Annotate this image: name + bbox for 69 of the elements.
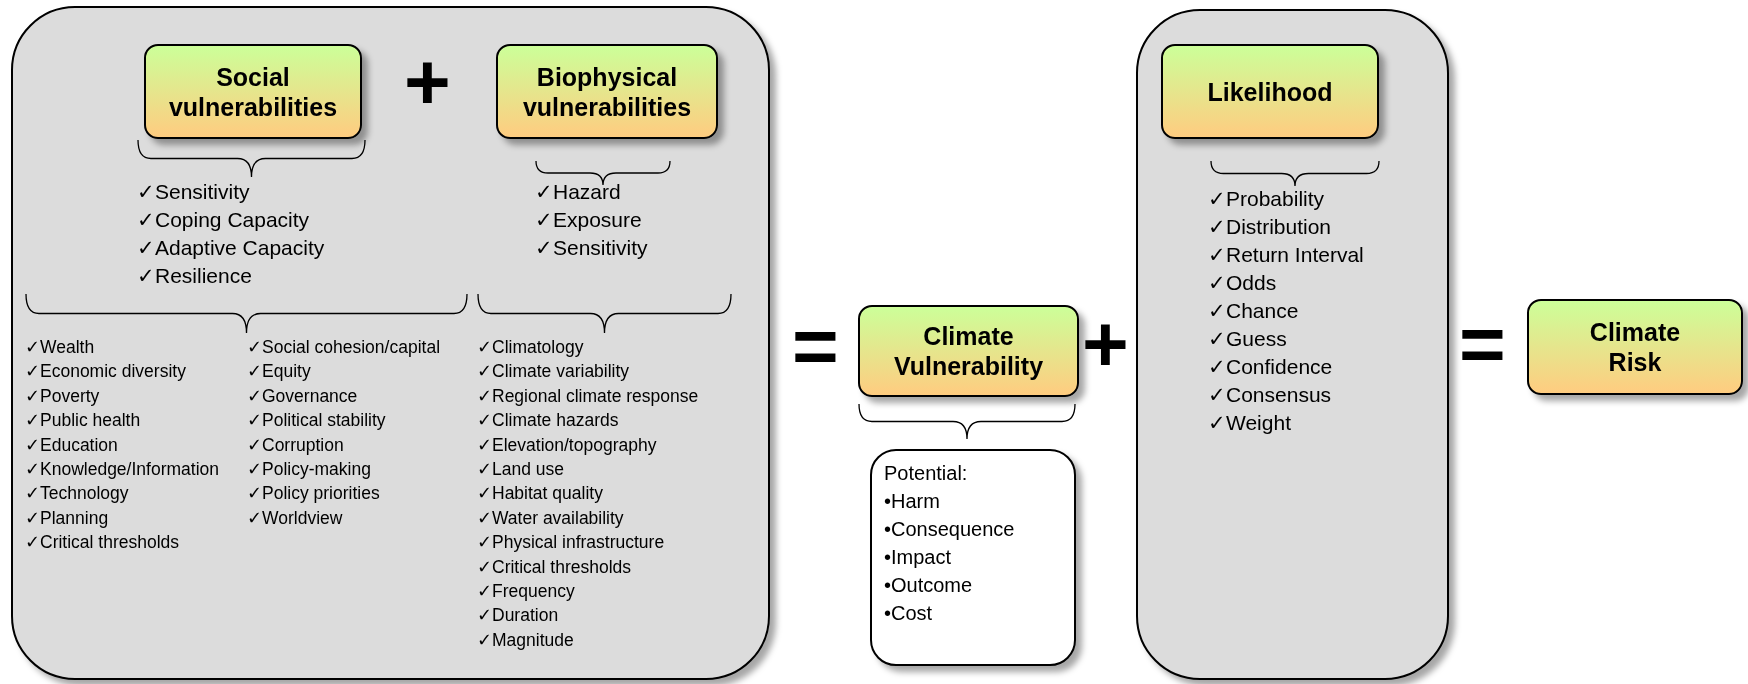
note-heading: Potential: xyxy=(884,461,969,486)
list-item: ✓Critical thresholds xyxy=(25,531,181,555)
list-item: •Impact xyxy=(884,545,953,570)
list-item: ✓Policy priorities xyxy=(247,482,381,506)
list-item: •Harm xyxy=(884,489,941,514)
list-item: ✓Poverty xyxy=(25,384,101,408)
list-item: ✓Adaptive Capacity xyxy=(137,235,325,261)
list-item: ✓Distribution xyxy=(1208,214,1333,240)
heading-text: Likelihood xyxy=(1207,76,1333,107)
list-item: ✓Confidence xyxy=(1208,354,1334,380)
list-item: ✓Climate hazards xyxy=(477,409,620,433)
heading-box xyxy=(858,305,1079,397)
list-item: ✓Return Interval xyxy=(1208,242,1364,268)
heading-text: Biophysical vulnerabilities xyxy=(521,61,693,122)
list-item: ✓Exposure xyxy=(535,207,643,233)
list-item: •Outcome xyxy=(884,573,974,598)
list-item: ✓Climate variability xyxy=(477,360,631,384)
list-item: ✓Regional climate response xyxy=(477,384,699,408)
list-item: ✓Technology xyxy=(25,482,130,506)
list-item: ✓Sensitivity xyxy=(137,179,251,205)
note-box xyxy=(870,449,1076,666)
list-item: ✓Equity xyxy=(247,360,312,384)
list-item: ✓Odds xyxy=(1208,270,1278,296)
list-item: ✓Planning xyxy=(25,506,110,530)
rounded-panel xyxy=(11,6,770,680)
list-item: ✓Wealth xyxy=(25,336,96,359)
list-item: ✓Hazard xyxy=(535,179,622,205)
list-item: ✓Worldview xyxy=(247,506,344,530)
list-item: ✓Knowledge/Information xyxy=(25,458,219,482)
list-item: ✓Resilience xyxy=(137,263,253,289)
list-item: ✓Water availability xyxy=(477,506,625,530)
heading-box xyxy=(144,44,362,139)
list-item: ✓Frequency xyxy=(477,580,576,604)
list-item: ✓Elevation/topography xyxy=(477,433,658,457)
heading-box xyxy=(496,44,718,139)
list-item: ✓Critical thresholds xyxy=(477,555,633,579)
list-item: ✓Economic diversity xyxy=(25,360,187,384)
list-item: •Cost xyxy=(884,601,934,626)
list-item: ✓Public health xyxy=(25,409,142,433)
list-item: ✓Habitat quality xyxy=(477,482,604,506)
list-item: ✓Political stability xyxy=(247,409,387,433)
list-item: ✓Corruption xyxy=(247,433,345,457)
list-item: ✓Climatology xyxy=(477,336,585,359)
list-item: ✓Magnitude xyxy=(477,628,575,652)
list-item: ✓Coping Capacity xyxy=(137,207,311,233)
heading-box xyxy=(1527,299,1743,395)
list-item: ✓Probability xyxy=(1208,186,1326,212)
heading-text: Climate Risk xyxy=(1588,317,1682,377)
plus-sign: + xyxy=(404,42,451,122)
heading-text: Climate Vulnerability xyxy=(892,321,1045,381)
heading-box xyxy=(1161,44,1379,139)
list-item: ✓Consensus xyxy=(1208,382,1333,408)
list-item: ✓Weight xyxy=(1208,410,1292,436)
list-item: ✓Land use xyxy=(477,458,565,482)
equals-sign: = xyxy=(792,306,839,386)
list-item: ✓Chance xyxy=(1208,298,1300,324)
list-item: ✓Education xyxy=(25,433,119,457)
list-item: ✓Policy-making xyxy=(247,458,372,482)
list-item: ✓Guess xyxy=(1208,326,1288,352)
list-item: ✓Social cohesion/capital xyxy=(247,336,441,359)
list-item: ✓Duration xyxy=(477,604,560,628)
list-item: ✓Physical infrastructure xyxy=(477,531,666,555)
list-item: ✓Governance xyxy=(247,384,359,408)
list-item: ✓Sensitivity xyxy=(535,235,648,261)
list-item: •Consequence xyxy=(884,517,1016,542)
plus-sign: + xyxy=(1082,304,1129,384)
heading-text: Social vulnerabilities xyxy=(167,61,339,122)
equals-sign: = xyxy=(1459,304,1506,384)
rounded-panel xyxy=(1136,9,1449,680)
